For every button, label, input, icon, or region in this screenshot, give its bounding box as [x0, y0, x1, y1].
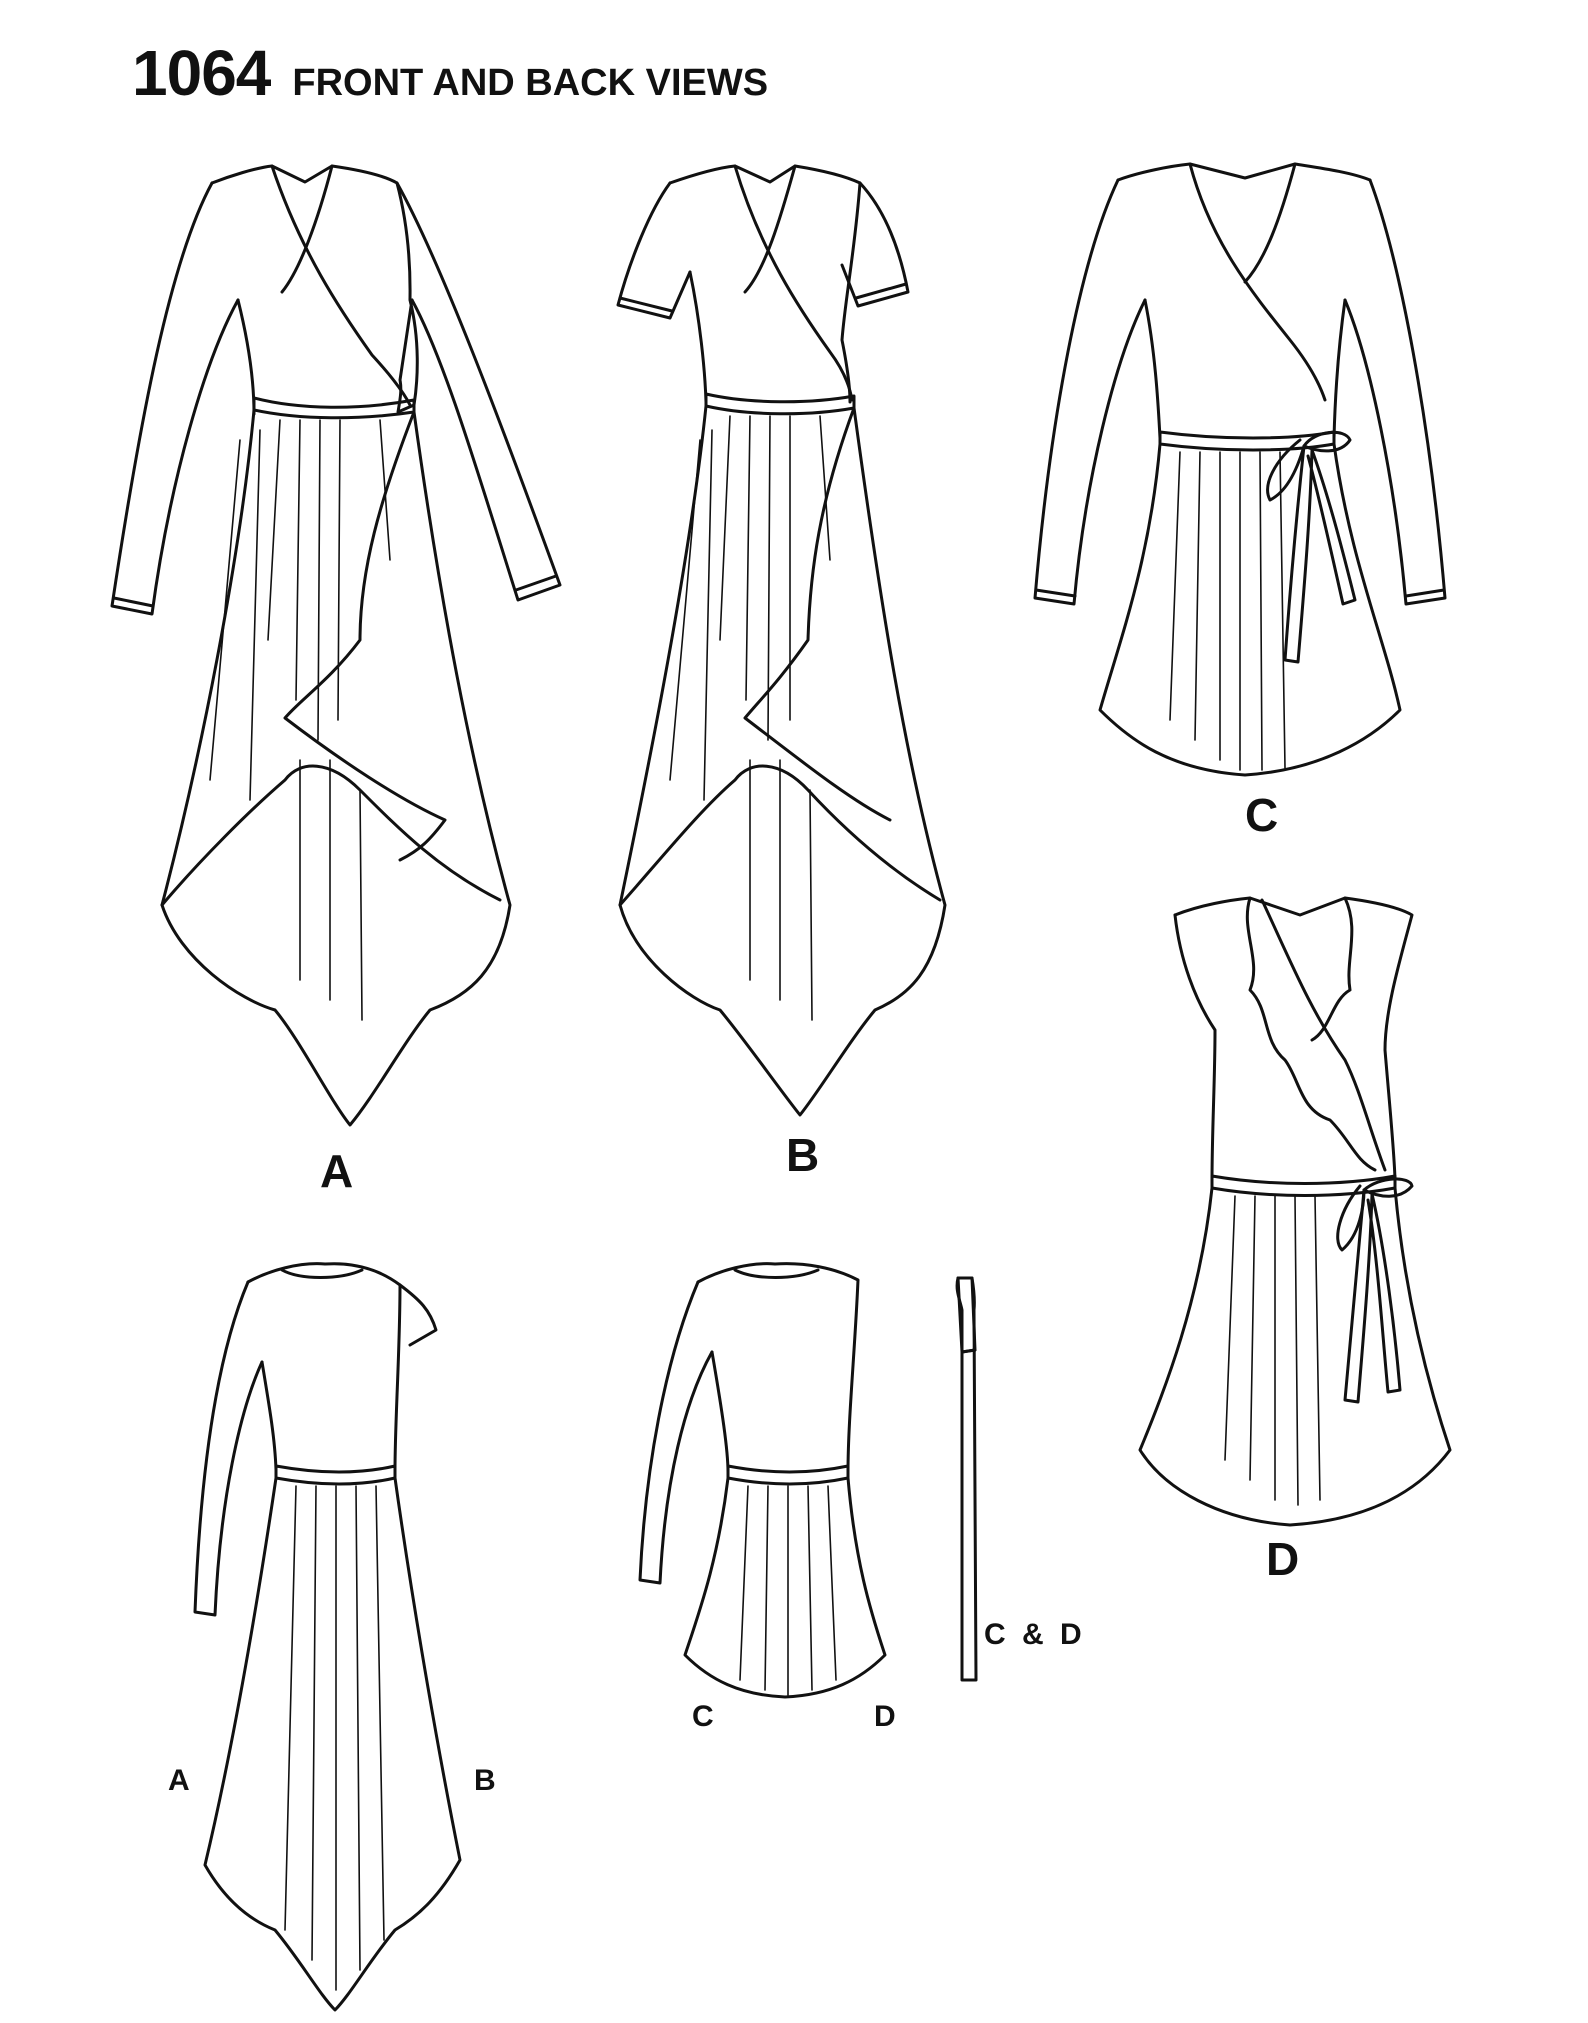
view-c-wrap-neckline-inner [1243, 162, 1297, 284]
view-a-front-overlap [283, 410, 447, 862]
view-d-skirt [1138, 1186, 1452, 1527]
view-a-label: A [320, 1145, 354, 1197]
short-back-waist [726, 1464, 850, 1486]
view-c-front-drawing [1033, 162, 1447, 777]
view-a-left-bodice-side [236, 298, 256, 416]
view-d-ruffle [1245, 896, 1377, 1172]
long-back-label-right: B [474, 1764, 496, 1797]
long-back-right-sleeve [398, 1283, 438, 1347]
view-a-waistband [252, 396, 416, 420]
long-back-left-side [260, 1360, 278, 1472]
view-c-tie-ends [1283, 444, 1357, 664]
long-back-label-left: A [168, 1764, 190, 1797]
view-a-wrap-neckline [270, 164, 412, 407]
view-d-label: D [1266, 1533, 1300, 1585]
long-back-neck [280, 1268, 364, 1279]
short-back-gathers [739, 1485, 837, 1696]
view-c-bow-loop [1266, 430, 1352, 502]
long-back-waist [274, 1464, 397, 1486]
view-b-left-sleeve-hem [618, 296, 674, 313]
short-back-left-side [710, 1350, 730, 1474]
view-c-bodice-left-side [1143, 298, 1162, 440]
tie-belt-label: C & D [984, 1618, 1086, 1651]
view-d-ruffle-inner [1260, 898, 1387, 1172]
view-c-right-sleeve [1343, 178, 1447, 606]
view-c-label: C [1245, 789, 1279, 841]
view-a-skirt [160, 408, 512, 1127]
short-back-left-sleeve [638, 1280, 714, 1585]
view-b-wrap-neckline-inner [743, 164, 797, 294]
view-b-bodice [668, 164, 862, 404]
view-a-left-cuff [112, 596, 155, 608]
view-c-bodice-right-side [1332, 298, 1347, 440]
view-a-front-drawing [110, 164, 562, 1127]
short-back-neck [733, 1268, 820, 1279]
view-b-inner-hem [618, 764, 942, 907]
view-a-inner-hem [160, 764, 502, 907]
view-a-right-cuff [514, 574, 558, 592]
view-b-front-overlap [743, 406, 892, 822]
view-d-bodice [1173, 896, 1414, 1184]
page-header: 1064 FRONT AND BACK VIEWS [132, 36, 768, 110]
view-c-gathers [1169, 451, 1286, 771]
short-back-label-right: D [874, 1700, 896, 1733]
page-title: FRONT AND BACK VIEWS [292, 62, 769, 104]
view-b-waistband [704, 392, 856, 416]
view-c-left-sleeve [1033, 178, 1147, 606]
view-d-tie-ends [1343, 1188, 1402, 1404]
long-back-left-sleeve [193, 1280, 264, 1617]
short-back-label-left: C [692, 1700, 714, 1733]
view-c-bodice [1116, 162, 1372, 182]
view-d-left-armhole [1173, 913, 1217, 1184]
view-d-front-drawing [1138, 896, 1452, 1527]
long-back-bodice [246, 1262, 402, 1472]
view-b-skirt [618, 404, 947, 1117]
view-c-skirt [1098, 442, 1402, 777]
tie-belt-band [955, 1276, 978, 1682]
view-d-gathers [1224, 1195, 1321, 1506]
view-b-front-drawing [616, 164, 947, 1117]
short-back-view-drawing [638, 1262, 887, 1699]
view-c-left-cuff [1034, 588, 1077, 598]
tie-belt-fold [960, 1348, 977, 1354]
view-b-left-bodice-side [688, 270, 708, 404]
view-c-right-cuff [1404, 588, 1446, 598]
view-a-wrap-neckline-inner [280, 164, 334, 294]
view-b-right-sleeve-hem [854, 282, 908, 300]
view-b-gathers [669, 415, 831, 1021]
view-c-wrap-neckline [1188, 162, 1327, 402]
view-a-right-sleeve [395, 181, 562, 602]
tie-belt-drawing [955, 1276, 978, 1682]
long-back-view-drawing [193, 1262, 462, 2012]
view-b-right-sleeve [840, 181, 910, 308]
view-b-left-sleeve [616, 181, 692, 320]
pattern-number: 1064 [132, 37, 271, 109]
view-a-bodice [210, 164, 419, 414]
long-back-gathers [284, 1485, 385, 1991]
view-a-left-sleeve [110, 181, 240, 616]
short-back-skirt [683, 1476, 887, 1699]
view-a-gathers [209, 419, 391, 1021]
view-b-label: B [786, 1129, 820, 1181]
view-b-wrap-neckline [733, 164, 854, 402]
short-back-bodice [696, 1262, 860, 1474]
long-back-skirt [203, 1476, 462, 2012]
